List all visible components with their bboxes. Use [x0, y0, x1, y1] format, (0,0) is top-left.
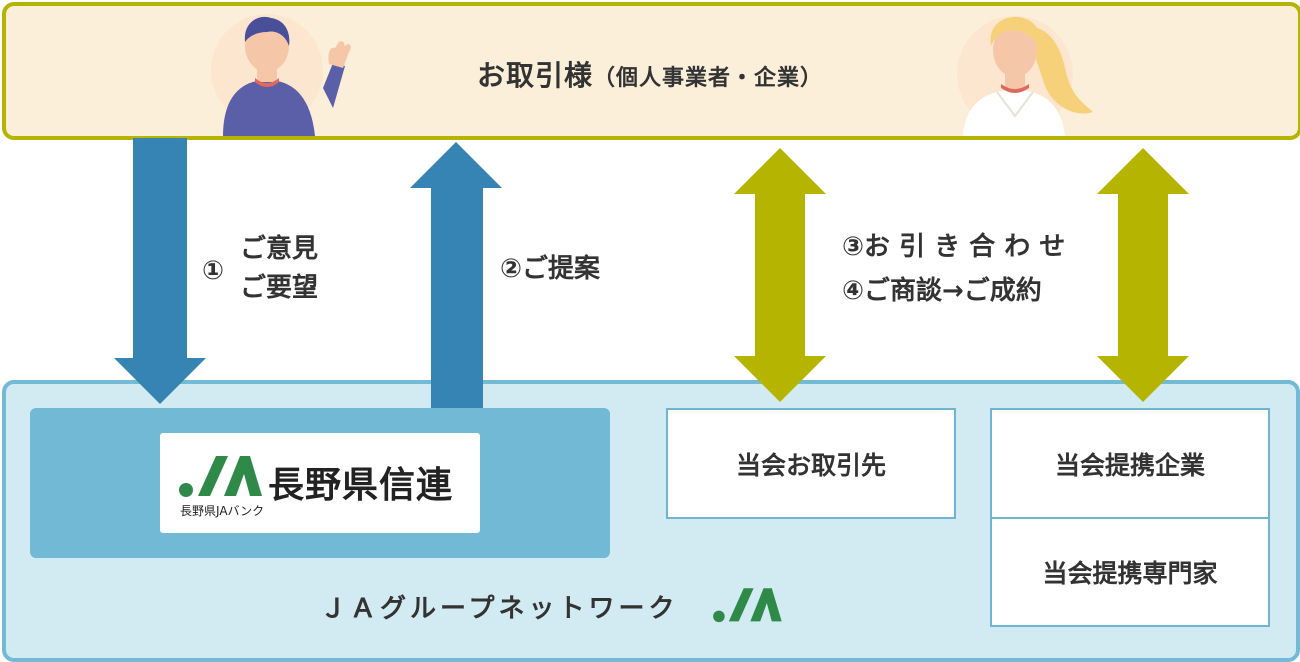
woman-icon — [935, 6, 1105, 136]
arrow-double-olive-1 — [734, 148, 826, 402]
partner-experts-label: 当会提携専門家 — [1042, 559, 1218, 588]
customer-title-sub: （個人事業者・企業） — [593, 66, 824, 91]
customer-title-main: お取引様 — [476, 59, 593, 92]
man-waving-icon — [205, 8, 365, 136]
partner-companies-label: 当会提携企業 — [1054, 450, 1205, 480]
arrow-down-blue — [114, 138, 206, 404]
partner-clients-box: 当会お取引先 — [666, 408, 956, 519]
step3-label: ③お 引 き 合 わ せ — [842, 232, 1066, 262]
arrow-up-blue — [410, 142, 502, 408]
step1-number: ① — [202, 256, 225, 286]
ja-logo-icon — [178, 452, 262, 498]
org-name: 長野県信連 — [268, 465, 454, 506]
step4-label: ④ご商談→ご成約 — [842, 276, 1042, 306]
ja-logo-small-icon — [712, 585, 782, 623]
org-subname: 長野県JAバンク — [180, 504, 265, 518]
partner-clients-label: 当会お取引先 — [735, 450, 886, 480]
step1-label-line2: ご要望 — [240, 273, 319, 303]
network-label: ＪＡグループネットワーク — [320, 594, 679, 624]
step2-label: ②ご提案 — [500, 254, 601, 284]
partner-experts-box: 当会提携専門家 — [990, 517, 1270, 627]
arrow-double-olive-2 — [1097, 148, 1189, 402]
partner-companies-box: 当会提携企業 — [990, 408, 1270, 519]
step1-label-line1: ご意見 — [240, 234, 319, 264]
customer-title: お取引様（個人事業者・企業） — [0, 54, 1300, 94]
